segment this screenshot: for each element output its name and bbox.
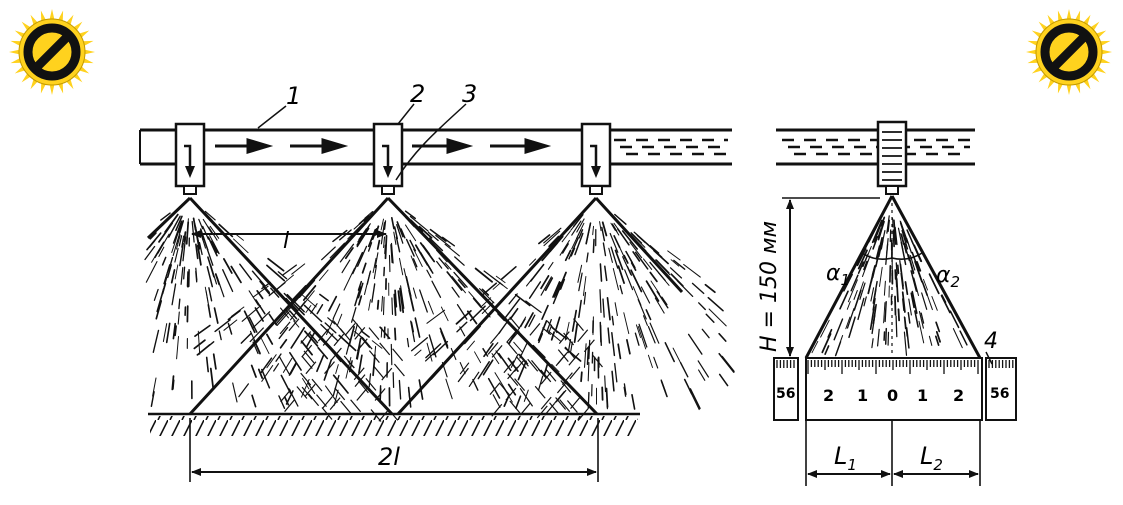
pipe-left [139, 128, 732, 166]
angle-arcs [861, 196, 923, 358]
scale-end-left: 56 [776, 386, 795, 402]
cone-edges-right [804, 195, 982, 359]
callout-3: 3 [462, 80, 477, 108]
spray-cones-left [144, 210, 735, 422]
prohibited-icon [1040, 23, 1098, 81]
scale-tick-label: 1 [917, 386, 928, 405]
prohibited-icon [23, 23, 81, 81]
nozzle-1 [174, 122, 206, 195]
callout-1: 1 [286, 82, 301, 110]
dimension-height: H = 150 мм [757, 197, 880, 357]
dimension-l: l [191, 229, 387, 254]
ground-left [148, 412, 640, 436]
scale-tick-label: 2 [953, 386, 964, 405]
nozzle-2 [372, 122, 404, 195]
angle-alpha2-label: α2 [936, 263, 960, 291]
left-view: l 2l 1 2 3 [139, 80, 735, 482]
spray-cone-right [811, 215, 968, 357]
dimension-2l: 2l [189, 418, 599, 482]
badge-right [1026, 9, 1112, 95]
width-l1-label: L1 [834, 442, 857, 474]
badge-left [9, 9, 95, 95]
height-label: H = 150 мм [757, 221, 782, 352]
scale-tick-label: 2 [823, 386, 834, 405]
double-spacing-label: 2l [378, 443, 400, 471]
width-l2-label: L2 [920, 442, 943, 474]
nozzle-3 [580, 122, 612, 195]
callout-4: 4 [984, 329, 998, 354]
pipe-right [776, 128, 975, 166]
nozzle-right [876, 120, 908, 195]
spacing-label: l [283, 229, 289, 254]
scale-tick-label: 1 [857, 386, 868, 405]
dimension-widths: L1 L2 [805, 420, 981, 486]
angle-alpha1-label: α1 [826, 261, 850, 289]
scale-end-right: 56 [990, 386, 1009, 402]
scale-tick-label: 0 [887, 386, 898, 405]
callouts-left [257, 103, 467, 181]
callout-2: 2 [410, 80, 425, 108]
